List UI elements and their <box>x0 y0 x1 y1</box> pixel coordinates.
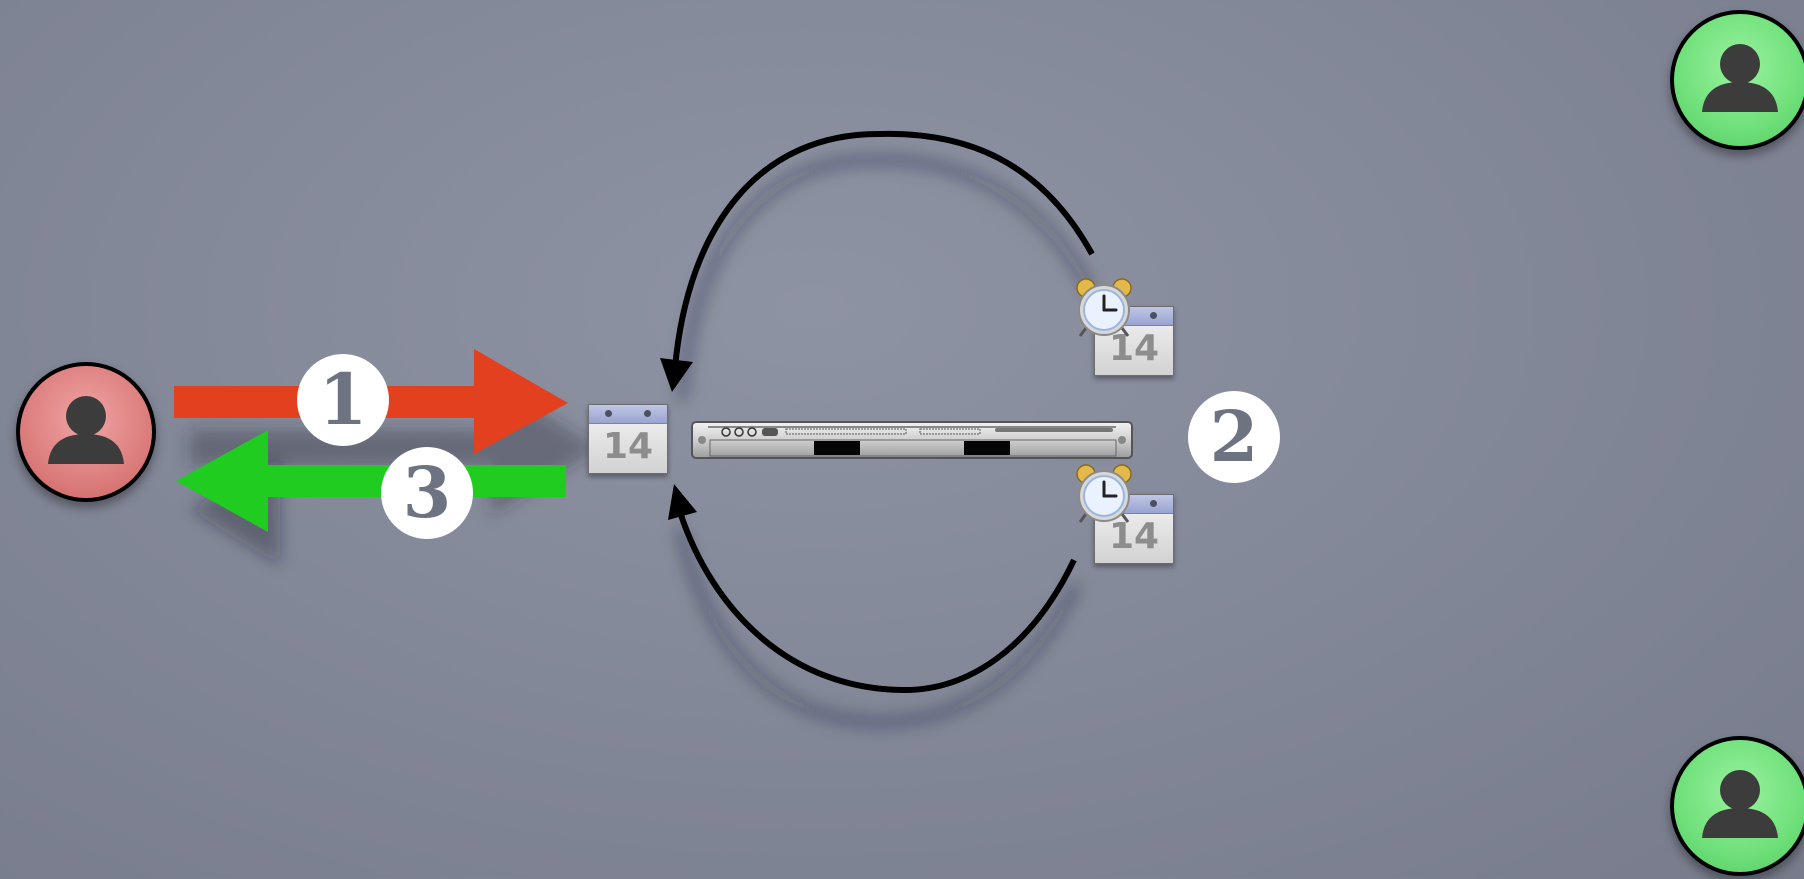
step-1-badge: 1 <box>297 354 389 446</box>
alarm-clock-icon <box>1076 464 1132 523</box>
calendar-ring <box>605 410 612 417</box>
calendar-day: 14 <box>1108 516 1160 557</box>
server-rack-icon <box>691 421 1133 459</box>
calendar-ring <box>644 410 651 417</box>
alarm-clock-icon <box>1076 278 1132 337</box>
loop-bottom-shadow <box>675 526 1081 728</box>
loop-arrow-bottom-head <box>668 484 697 520</box>
calendar-page: 14 <box>588 404 668 474</box>
person-icon <box>1702 44 1778 112</box>
loop-top-shadow <box>677 154 1095 401</box>
loop-arrow-top-head <box>660 358 693 392</box>
step-2-badge: 2 <box>1188 391 1280 483</box>
loop-arrow-top <box>672 130 1095 369</box>
central-calendar-icon: 14 <box>588 404 668 474</box>
step-3-badge: 3 <box>381 447 473 539</box>
calendar-header <box>589 405 667 424</box>
response-arrow <box>176 430 566 532</box>
response-arrow-shadow <box>190 455 585 565</box>
attendee-avatar-2 <box>1670 736 1804 876</box>
person-icon <box>48 396 124 464</box>
calendar-day: 14 <box>602 426 654 467</box>
loop-arrow-bottom <box>677 511 1077 694</box>
requester-avatar <box>16 362 156 502</box>
attendee-avatar-1 <box>1670 10 1804 150</box>
attendee-calendar-icon-1: 14 <box>1094 306 1174 376</box>
calendar-ring <box>1150 500 1157 507</box>
person-icon <box>1702 770 1778 838</box>
calendar-day: 14 <box>1108 328 1160 369</box>
calendar-page: 14 <box>1094 306 1174 376</box>
calendar-ring <box>1150 312 1157 319</box>
